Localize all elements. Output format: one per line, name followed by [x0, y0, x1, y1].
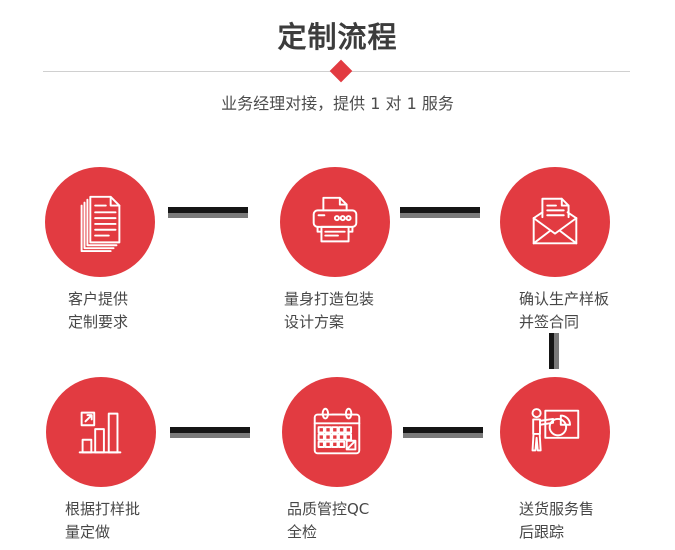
connector-step3-step6 [549, 333, 559, 369]
step-label-5-line2: 全检 [287, 523, 318, 541]
page-subtitle: 业务经理对接，提供 1 对 1 服务 [221, 94, 454, 113]
connector-dark-bar [403, 427, 483, 433]
step-label-3: 确认生产样板 并签合同 [519, 288, 609, 334]
step-label-4-line2: 量定做 [65, 523, 111, 541]
connector-dark-bar [168, 207, 248, 213]
page-title: 定制流程 [277, 20, 398, 54]
diamond-icon [329, 59, 353, 83]
step-circle-4 [46, 377, 156, 487]
step-label-5-line1: 品质管控QC [287, 500, 370, 518]
step-label-4: 根据打样批 量定做 [65, 498, 140, 544]
step-label-2: 量身打造包装 设计方案 [284, 288, 374, 334]
documents-icon [80, 195, 121, 253]
step-label-3-line2: 并签合同 [519, 313, 580, 331]
step-label-6: 送货服务售 后跟踪 [519, 498, 594, 544]
connector-shadow-bar [400, 213, 480, 218]
calendar-icon [313, 407, 361, 455]
connector-step4-step5 [170, 427, 250, 438]
step-circle-3 [500, 167, 610, 277]
step-label-6-line2: 后跟踪 [519, 523, 565, 541]
step-label-1-line1: 客户提供 [68, 290, 129, 308]
connector-shadow-bar [554, 333, 559, 369]
printer-icon [312, 196, 358, 243]
step-label-1: 客户提供 定制要求 [68, 288, 128, 334]
presentation-icon [531, 408, 580, 452]
step-label-3-line1: 确认生产样板 [519, 290, 610, 308]
connector-shadow-bar [403, 433, 483, 438]
step-label-1-line2: 定制要求 [68, 313, 129, 331]
connector-shadow-bar [168, 213, 248, 218]
step-circle-6 [500, 377, 610, 487]
step-label-4-line1: 根据打样批 [65, 500, 141, 518]
step-circle-2 [280, 167, 390, 277]
envelope-icon [532, 197, 578, 245]
bar-chart-icon [78, 411, 122, 454]
step-circle-1 [45, 167, 155, 277]
step-label-2-line1: 量身打造包装 [284, 290, 375, 308]
step-label-2-line2: 设计方案 [284, 313, 345, 331]
step-label-5: 品质管控QC 全检 [287, 498, 369, 544]
connector-step5-step6 [403, 427, 483, 438]
connector-shadow-bar [170, 433, 250, 438]
step-label-6-line1: 送货服务售 [519, 500, 595, 518]
connector-dark-bar [170, 427, 250, 433]
connector-dark-bar [549, 333, 554, 369]
connector-step2-step3 [400, 207, 480, 218]
step-circle-5 [282, 377, 392, 487]
connector-step1-step2 [168, 207, 248, 218]
connector-dark-bar [400, 207, 480, 213]
